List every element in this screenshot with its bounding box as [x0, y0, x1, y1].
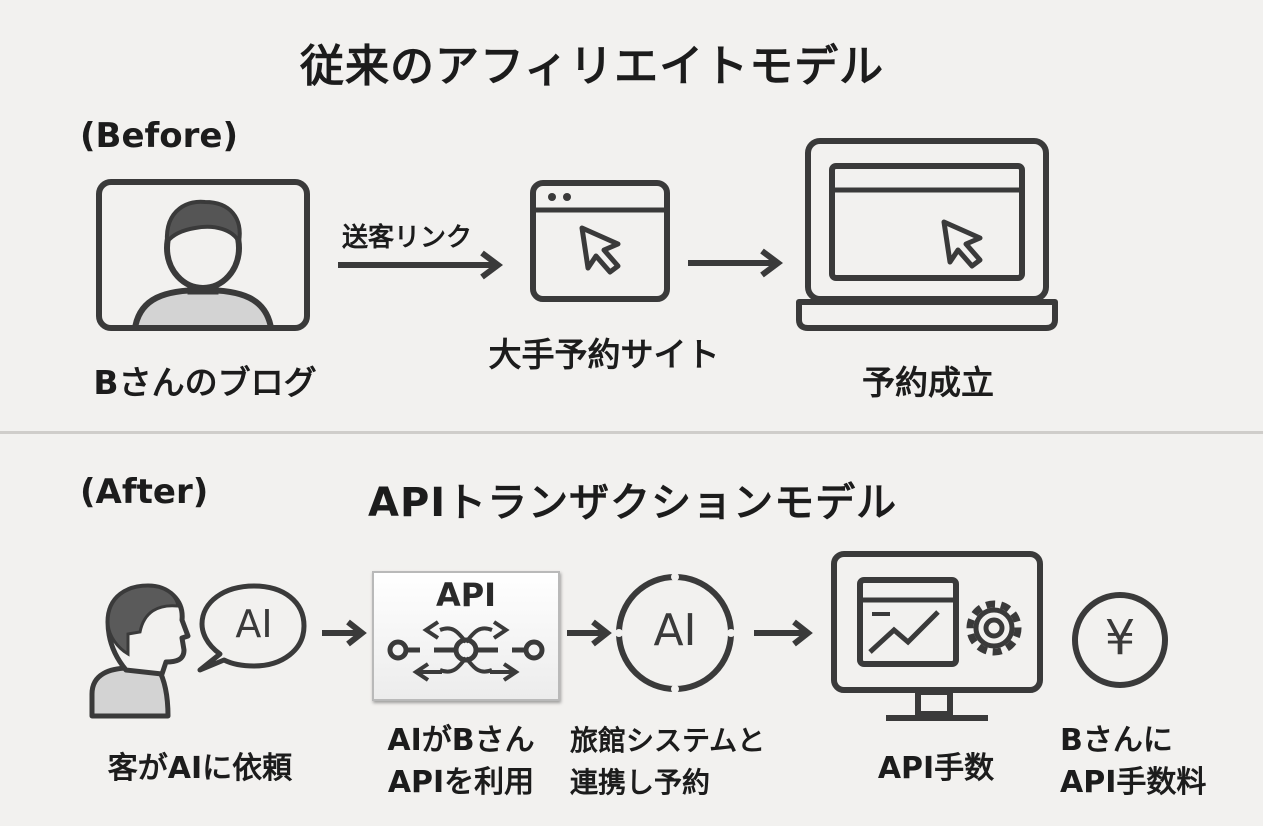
node-label-blog: Bさんのブログ [93, 363, 317, 402]
ai-circle-text: AI [653, 605, 697, 656]
ai-bubble-text: AI [235, 602, 273, 646]
arrow-right-icon [322, 619, 367, 647]
yen-coin-icon [1072, 592, 1168, 688]
node-label-b-receives-fee: Bさんに API手数料 [1060, 723, 1207, 800]
laptop-icon [796, 138, 1058, 331]
node-label-api-fee: API手数 [877, 751, 995, 786]
arrow-right-icon [754, 619, 813, 647]
node-label-inn-system: 旅館システムと 連携し予約 [570, 724, 766, 799]
yen-symbol: ¥ [1104, 610, 1136, 666]
before-tag: (Before) [80, 116, 239, 156]
node-label-customer: 客がAIに依頼 [107, 751, 293, 786]
arrow-right-icon [567, 619, 612, 647]
blog-person-icon [96, 179, 310, 331]
api-box-label: API [435, 576, 497, 614]
after-title: APIトランザクションモデル [368, 480, 898, 526]
arrow-right-icon [338, 250, 503, 280]
ai-speech-bubble-icon [197, 583, 307, 673]
node-label-booking-site: 大手予約サイト [488, 335, 720, 374]
arrow-right-icon [688, 248, 783, 278]
monitor-dashboard-icon [831, 551, 1043, 721]
before-title: 従来のアフィリエイトモデル [300, 41, 885, 92]
section-divider [0, 431, 1263, 434]
gear-icon [966, 600, 1022, 656]
node-label-ai-uses-api: AIがBさん APIを利用 [387, 723, 535, 800]
browser-window-icon [530, 180, 670, 302]
link-label: 送客リンク [342, 223, 473, 253]
node-label-booking-done: 予約成立 [862, 363, 994, 402]
api-network-icon [387, 620, 545, 682]
api-connector-box [372, 571, 560, 701]
after-tag: (After) [80, 472, 209, 512]
customer-profile-icon [89, 583, 191, 719]
ai-circle-icon [615, 573, 735, 693]
